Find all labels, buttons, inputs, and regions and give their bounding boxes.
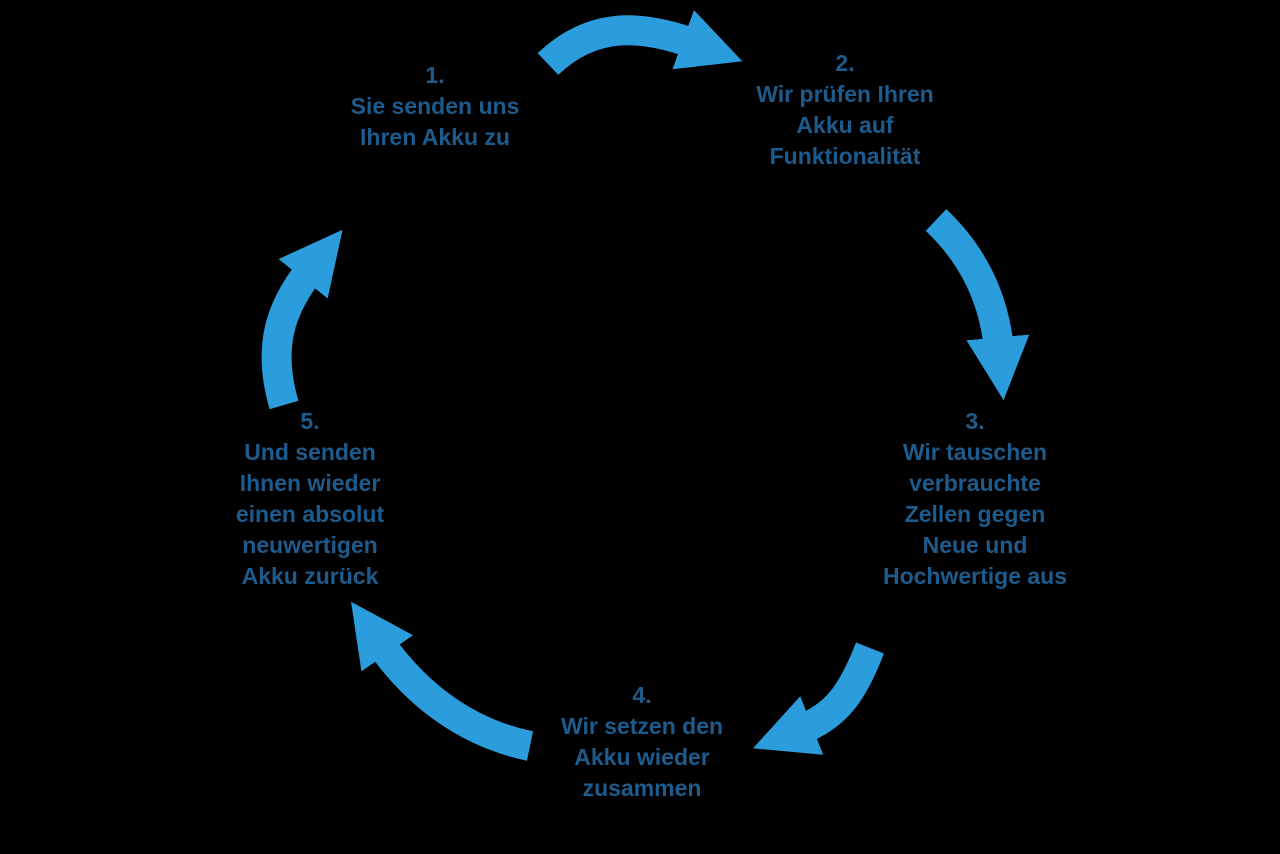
step-2-number: 2. (835, 50, 855, 76)
step-4-label: Wir setzen den Akku wieder zusammen (560, 713, 724, 801)
step-1-number: 1. (425, 62, 445, 88)
step-4: 4. Wir setzen den Akku wieder zusammen (522, 680, 762, 804)
step-4-number: 4. (632, 682, 652, 708)
arrow-step3-to-step4-icon (753, 642, 884, 755)
arrow-step5-to-step1-icon (261, 229, 343, 410)
arrow-step2-to-step3-icon (925, 209, 1030, 401)
step-1: 1. Sie senden uns Ihren Akku zu (315, 60, 555, 153)
step-5: 5. Und senden Ihnen wieder einen absolut… (190, 406, 430, 592)
step-1-label: Sie senden uns Ihren Akku zu (350, 93, 520, 150)
step-3: 3. Wir tauschen verbrauchte Zellen gegen… (855, 406, 1095, 592)
arrow-step1-to-step2-icon (537, 10, 743, 76)
step-5-number: 5. (300, 408, 320, 434)
arrow-step4-to-step5-icon (351, 601, 534, 761)
step-5-label: Und senden Ihnen wieder einen absolut ne… (235, 439, 385, 589)
step-3-label: Wir tauschen verbrauchte Zellen gegen Ne… (882, 439, 1068, 589)
step-3-number: 3. (965, 408, 985, 434)
step-2-label: Wir prüfen Ihren Akku auf Funktionalität (756, 81, 934, 169)
step-2: 2. Wir prüfen Ihren Akku auf Funktionali… (725, 48, 965, 172)
